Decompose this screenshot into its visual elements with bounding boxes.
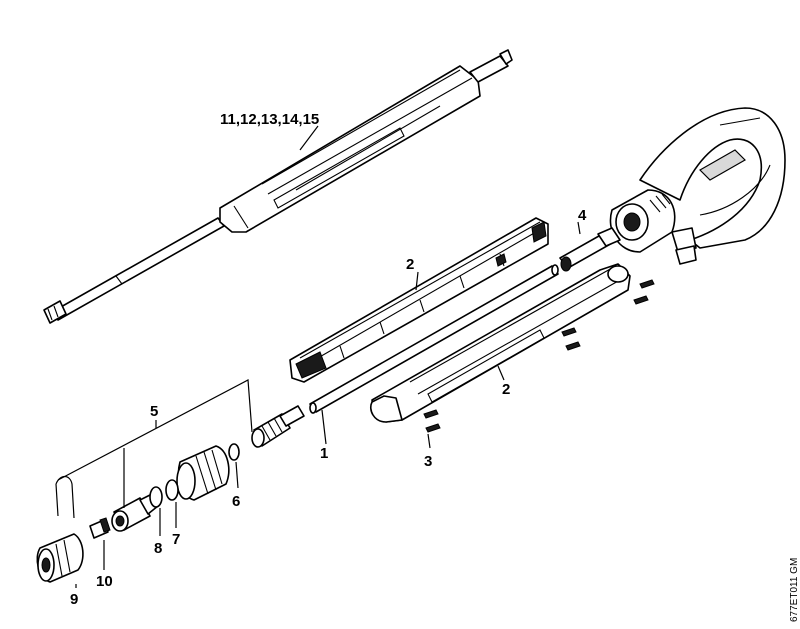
label-4: 4 xyxy=(578,207,587,224)
part-9-nozzle-cap xyxy=(36,533,84,583)
leader-lines xyxy=(57,125,581,588)
part-6-o-ring xyxy=(228,443,240,461)
part-4-connector-tube xyxy=(559,227,621,272)
part-1-lance-tube xyxy=(309,264,559,414)
label-10: 10 xyxy=(96,573,113,590)
part-8-o-ring xyxy=(149,486,163,508)
label-6: 6 xyxy=(232,493,240,510)
label-11-15: 11,12,13,14,15 xyxy=(220,111,319,128)
label-1: 1 xyxy=(320,445,328,462)
part-2-half-shell-upper xyxy=(289,217,549,383)
label-2-upper: 2 xyxy=(406,256,414,273)
spray-lance-assembly xyxy=(43,49,513,324)
trigger-gun xyxy=(609,107,786,265)
part-2-half-shell-lower xyxy=(370,263,631,423)
label-9: 9 xyxy=(70,591,78,608)
part-7-o-ring xyxy=(165,479,179,501)
protective-cap xyxy=(176,445,230,501)
label-7: 7 xyxy=(172,531,180,548)
part-10-nozzle xyxy=(89,517,111,539)
label-8: 8 xyxy=(154,540,162,557)
label-5: 5 xyxy=(150,403,158,420)
label-3: 3 xyxy=(424,453,432,470)
drawing-code: 677ET011 GM xyxy=(789,558,800,622)
part-3-screws xyxy=(423,279,655,433)
label-2-lower: 2 xyxy=(502,381,510,398)
part-5-nozzle-assembly xyxy=(55,405,305,532)
